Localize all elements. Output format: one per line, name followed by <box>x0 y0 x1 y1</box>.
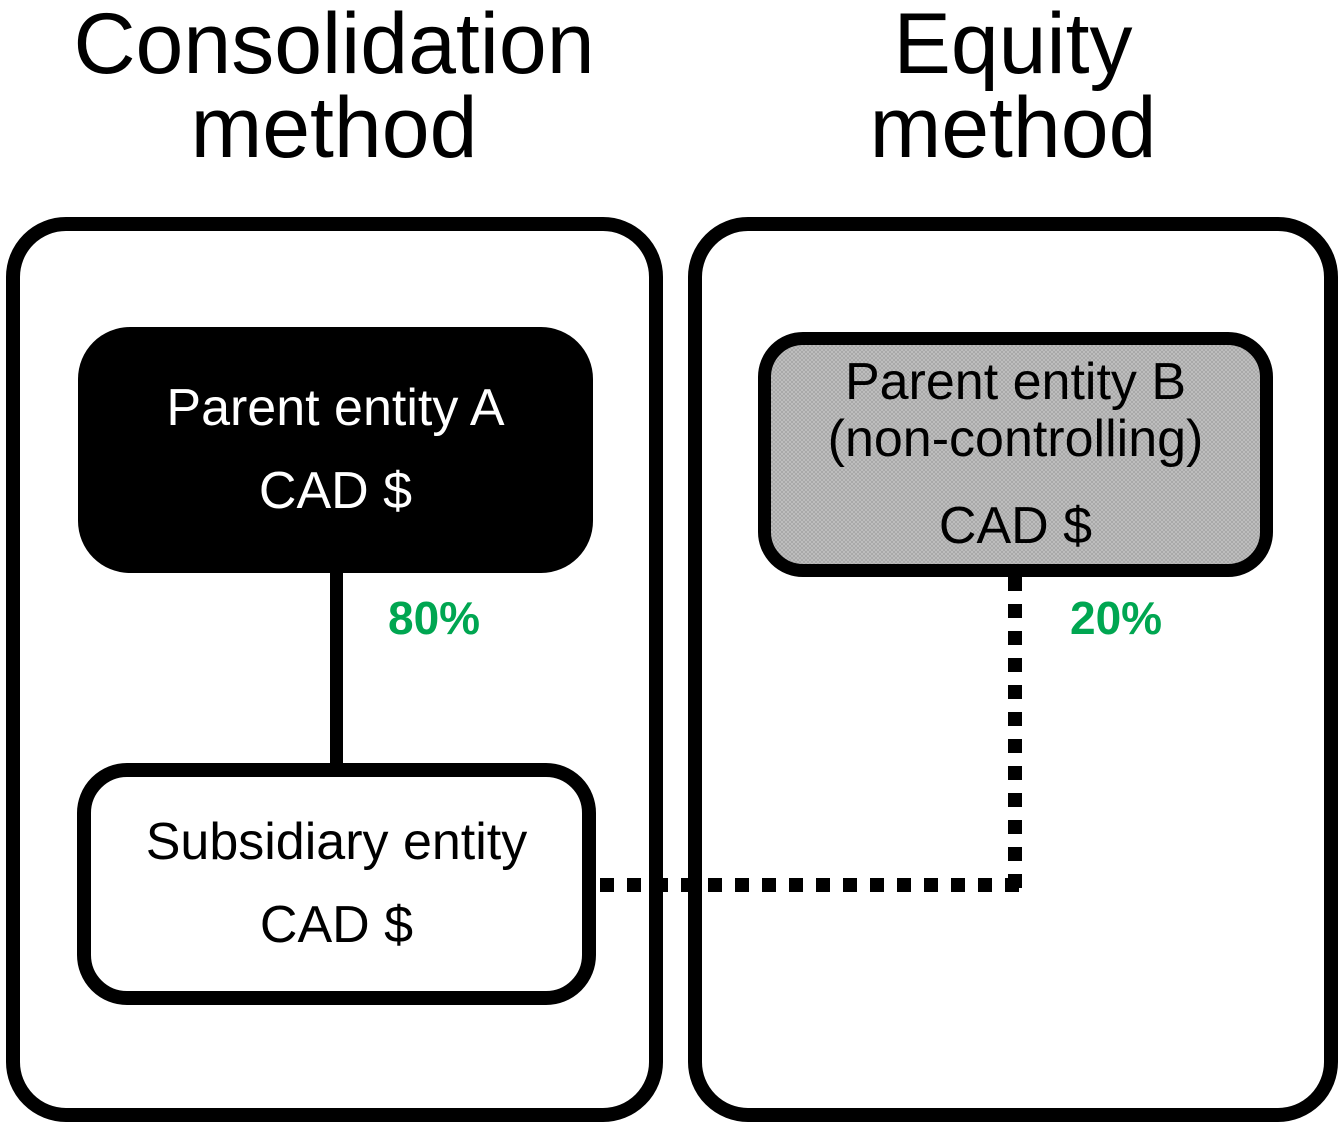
ownership-percentage-80: 80% <box>388 592 481 644</box>
equity-method-title: Equity method <box>869 0 1157 176</box>
consolidation-method-title: Consolidation method <box>73 0 595 176</box>
parent-entity-a-box: Parent entity A CAD $ <box>78 327 593 573</box>
subsidiary-to-equity-dotted-connector <box>600 878 1022 892</box>
subsidiary-entity-name: Subsidiary entity <box>145 813 528 871</box>
equity-panel: Parent entity B (non-controlling) CAD $ … <box>688 217 1338 1122</box>
parent-entity-b-currency: CAD $ <box>938 497 1093 555</box>
equity-dotted-connector-vertical <box>1008 577 1022 893</box>
consolidation-panel: Parent entity A CAD $ 80% Subsidiary ent… <box>6 217 663 1122</box>
ownership-connector-line <box>330 573 343 763</box>
parent-entity-b-name: Parent entity B (non-controlling) <box>828 354 1204 468</box>
parent-entity-a-currency: CAD $ <box>258 462 413 520</box>
subsidiary-entity-box: Subsidiary entity CAD $ <box>77 763 596 1005</box>
parent-entity-b-box: Parent entity B (non-controlling) CAD $ <box>758 332 1273 577</box>
subsidiary-entity-currency: CAD $ <box>259 896 414 954</box>
parent-entity-b-qualifier: (non-controlling) <box>827 410 1204 468</box>
ownership-percentage-20: 20% <box>1070 592 1163 644</box>
parent-entity-a-name: Parent entity A <box>166 379 505 437</box>
parent-entity-b-name-line: Parent entity B <box>844 353 1187 411</box>
